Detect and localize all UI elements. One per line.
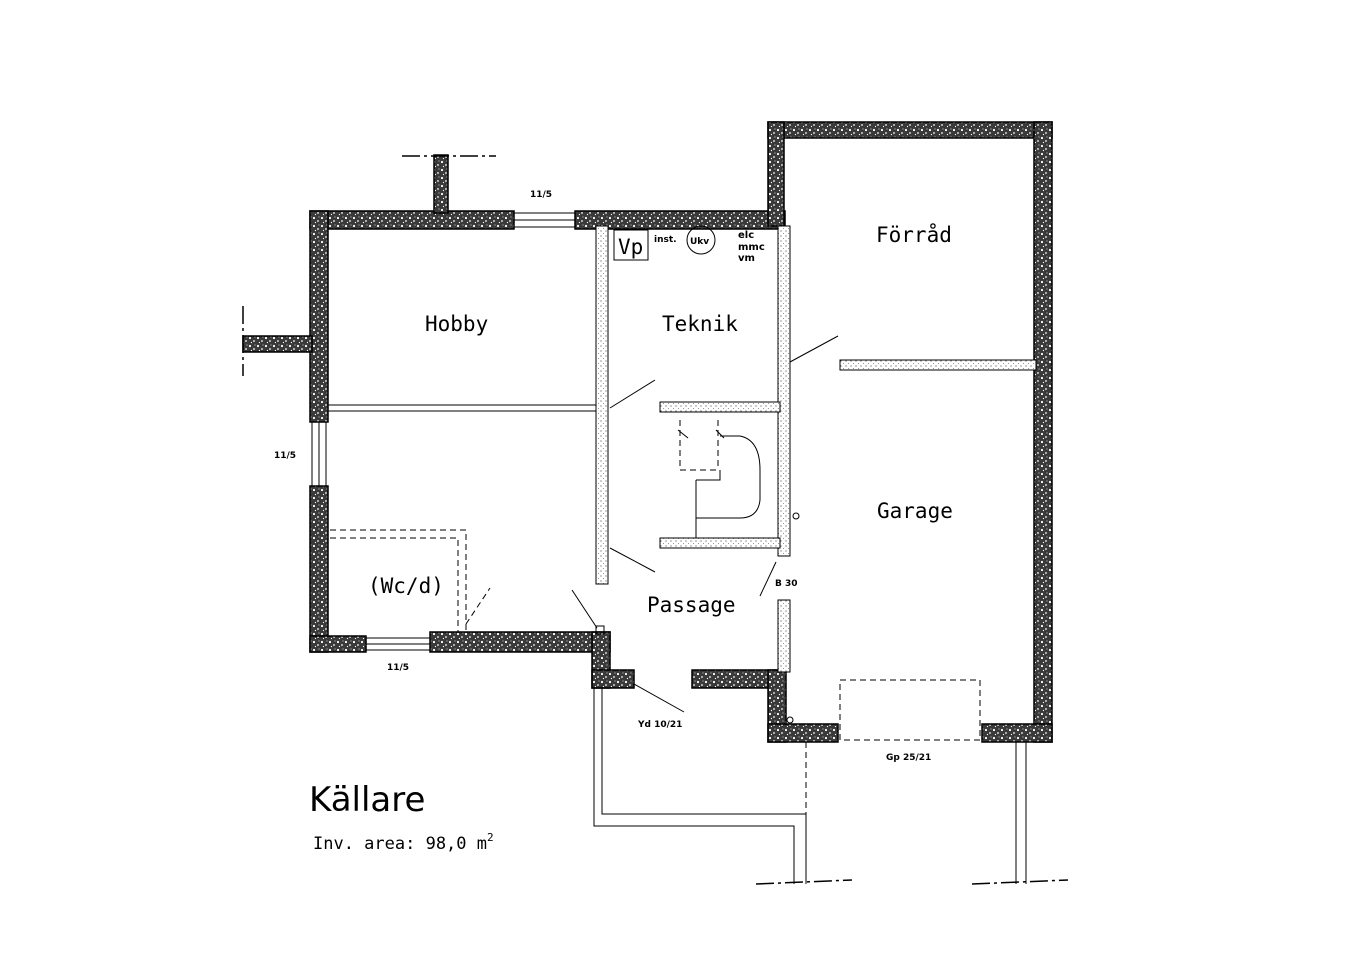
room-label-passage: Passage: [647, 593, 736, 617]
stairs: [677, 420, 761, 538]
mmc-label: mmc: [738, 242, 765, 253]
room-label-hobby: Hobby: [425, 312, 488, 336]
inst-label: inst.: [654, 235, 677, 245]
room-label-forrad: Förråd: [876, 222, 952, 247]
interior-walls: [328, 225, 1037, 673]
dimension-labels: 11/5 11/5 11/5 B 30 Yd 10/21 Gp 25/21: [274, 190, 931, 763]
exterior-walls: [242, 121, 1053, 743]
plan-area: Inv. area: 98,0 m2: [313, 831, 494, 854]
door-outer-label: Yd 10/21: [637, 720, 682, 730]
door-passage-label: B 30: [775, 579, 798, 589]
area-label: Inv. area: 98,0 m: [313, 834, 487, 854]
plan-title: Källare: [309, 780, 425, 820]
site-lines: [242, 155, 1069, 885]
wc-outline: [330, 529, 491, 632]
window-top-label: 11/5: [530, 190, 552, 200]
heat-pump-label: Vp: [618, 235, 643, 259]
water-heater-icon: [686, 225, 716, 255]
windows: [311, 212, 576, 651]
door-swings: [571, 335, 839, 724]
window-bottom-label: 11/5: [387, 663, 409, 673]
garage-door-label: Gp 25/21: [886, 753, 931, 763]
teknik-equipment: Vp inst. Ukv elc mmc vm: [613, 225, 765, 264]
room-labels: Hobby Teknik Förråd Garage Passage (Wc/d…: [368, 222, 953, 617]
room-label-teknik: Teknik: [662, 312, 738, 336]
room-label-garage: Garage: [877, 499, 953, 523]
water-heater-label: Ukv: [690, 237, 709, 247]
elc-label: elc: [738, 230, 754, 241]
window-left-label: 11/5: [274, 451, 296, 461]
vm-label: vm: [738, 253, 755, 264]
heat-pump-box: [613, 229, 649, 261]
area-unit-superscript: 2: [487, 831, 494, 844]
garage-door-outline: [839, 679, 981, 741]
room-label-wc: (Wc/d): [368, 574, 444, 598]
